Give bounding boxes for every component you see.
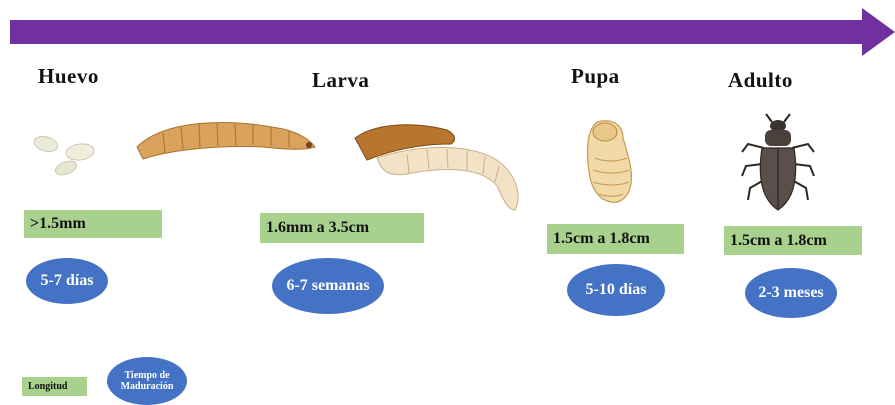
larva-molting-image xyxy=(347,118,527,213)
stage-title-huevo: Huevo xyxy=(38,64,99,89)
time-ellipse-pupa: 5-10 días xyxy=(567,264,665,316)
size-box-huevo: >1.5mm xyxy=(24,210,162,238)
size-box-adulto: 1.5cm a 1.8cm xyxy=(724,226,862,255)
timeline-arrow xyxy=(0,0,895,62)
pupa-image xyxy=(577,118,639,206)
egg-image xyxy=(30,130,110,180)
time-ellipse-huevo: 5-7 días xyxy=(26,258,108,304)
stage-title-adulto: Adulto xyxy=(728,68,793,93)
legend-time-swatch: Tiempo de Maduración xyxy=(107,357,187,405)
time-ellipse-larva: 6-7 semanas xyxy=(272,258,384,314)
stage-title-pupa: Pupa xyxy=(571,64,620,89)
time-ellipse-adulto: 2-3 meses xyxy=(745,268,837,318)
size-box-larva: 1.6mm a 3.5cm xyxy=(260,213,424,243)
size-box-pupa: 1.5cm a 1.8cm xyxy=(547,224,684,254)
stage-title-larva: Larva xyxy=(312,68,369,93)
legend-size-swatch: Longitud xyxy=(22,377,87,396)
beetle-image xyxy=(738,114,818,216)
larva-image xyxy=(133,115,318,165)
